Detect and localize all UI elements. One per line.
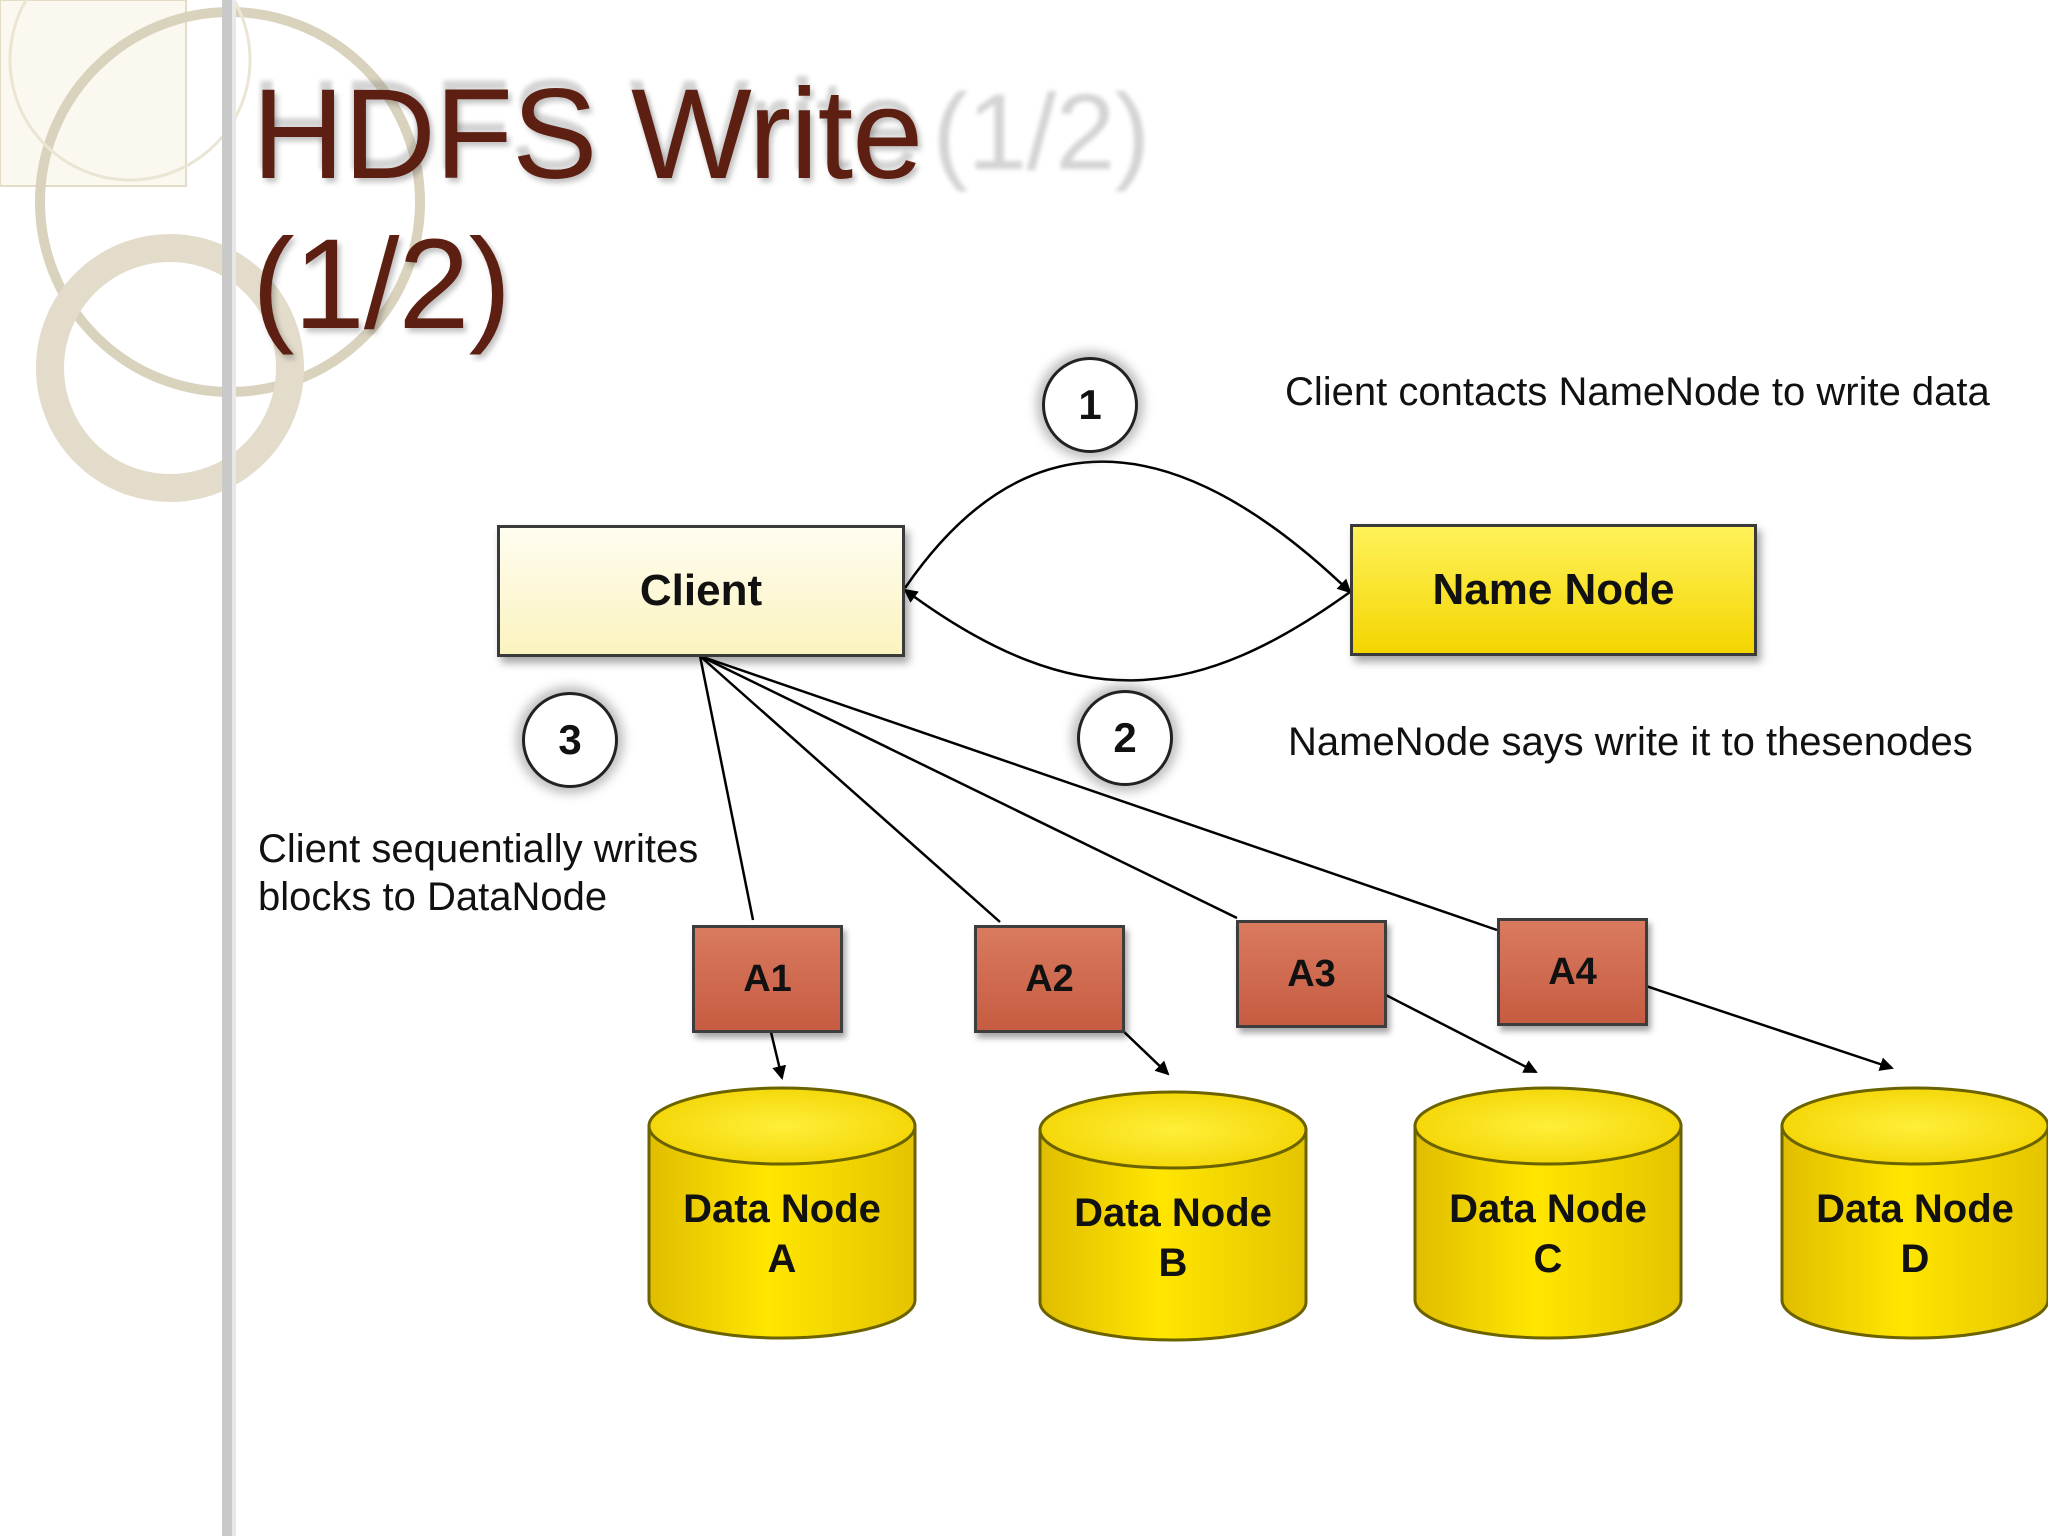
step-2-caption: NameNode says write it to thesenodes [1288,720,1973,764]
arrow-a4-to-datanode-d [1639,982,1894,1071]
block-a1: A1 [692,925,843,1033]
block-a4-label: A4 [1548,950,1597,993]
step-1-caption: Client contacts NameNode to write data [1285,370,1990,414]
title-shadow-sub: (1/2) [932,71,1150,192]
datanode-a-shape [647,1086,917,1340]
datanode-a-line-2: A [767,1237,797,1281]
vertical-divider-bar [222,0,232,1536]
datanode-b-line-2: B [1158,1241,1188,1285]
datanode-a-label: Data Node A [649,1184,915,1284]
step-3-caption-line-1: Client sequentially writes [258,827,699,871]
title-shadow: HDFS Write(1/2) [250,62,1150,192]
datanode-b-label: Data Node B [1040,1188,1306,1288]
arrow-namenode-to-client [903,588,1351,682]
client-box: Client [497,525,905,657]
line-client-to-a4 [699,654,1498,932]
line-client-to-a3 [699,654,1238,920]
decorative-ring-inner [8,0,252,182]
block-a3: A3 [1236,920,1387,1028]
datanode-b-shape [1038,1090,1308,1342]
vertical-divider-highlight [232,0,236,1536]
step-2-circle: 2 [1077,690,1173,786]
arrow-a1-to-datanode-a [768,1027,787,1080]
step-2-number: 2 [1113,714,1137,761]
datanode-c-line-1: Data Node [1449,1187,1647,1231]
datanode-a-line-1: Data Node [683,1187,881,1231]
block-a3-label: A3 [1287,952,1336,995]
block-a2-label: A2 [1025,957,1074,1000]
datanode-d-line-2: D [1900,1237,1930,1281]
title-line-1: HDFS Write [252,63,923,206]
datanode-d-label: Data Node D [1782,1184,2048,1284]
arrow-a3-to-datanode-c [1379,990,1538,1074]
step-1-circle: 1 [1042,357,1138,453]
namenode-label: Name Node [1432,565,1675,614]
step-3-number: 3 [558,716,582,763]
arrow-a2-to-datanode-b [1119,1027,1170,1076]
block-a1-label: A1 [743,957,792,1000]
datanode-d-line-1: Data Node [1816,1187,2014,1231]
block-a4: A4 [1497,918,1648,1026]
step-3-caption: Client sequentially writes blocks to Dat… [258,825,698,921]
datanode-c-label: Data Node C [1415,1184,1681,1284]
step-3-caption-line-2: blocks to DataNode [258,875,608,919]
block-a2: A2 [974,925,1125,1033]
datanode-c-line-2: C [1533,1237,1563,1281]
title-shadow-main: HDFS Write [250,54,921,197]
arrow-client-to-namenode [903,460,1352,594]
datanode-c-shape [1413,1086,1683,1340]
decorative-ring-small [36,234,304,502]
step-3-circle: 3 [522,692,618,788]
datanode-d-shape [1780,1086,2048,1340]
namenode-box: Name Node [1350,524,1757,656]
client-label: Client [639,566,763,615]
step-1-number: 1 [1078,381,1102,428]
line-client-to-a1 [698,655,755,921]
line-client-to-a2 [699,655,1001,923]
title-line-2: (1/2) [252,213,511,356]
slide-title: HDFS Write (1/2) [252,60,952,360]
datanode-b-line-1: Data Node [1074,1191,1272,1235]
